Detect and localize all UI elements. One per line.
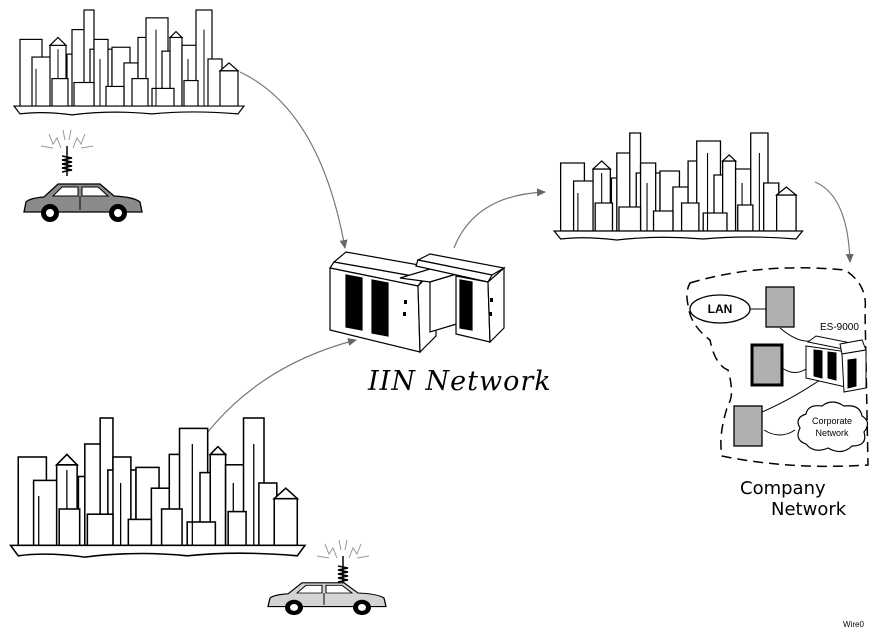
device-box-1	[765, 286, 795, 328]
city-skyline-bottom-left	[9, 417, 306, 558]
arrow-network-to-city2	[453, 188, 546, 249]
company-label-line2: Network	[771, 499, 847, 520]
iin-network-server	[329, 251, 506, 354]
corner-tag: Wire0	[843, 620, 864, 629]
car-top-left	[23, 129, 143, 223]
iin-network-label: IIN Network	[367, 366, 552, 397]
es-9000-label: ES-9000	[820, 322, 859, 333]
arrow-city3-to-network	[182, 338, 357, 469]
corporate-network-cloud: Corporate Network	[797, 401, 869, 453]
arrow-city1-to-network	[239, 71, 348, 249]
lan-node: LAN	[689, 294, 751, 324]
arrow-city2-to-company	[814, 181, 854, 263]
device-box-2	[750, 343, 784, 387]
lan-label: LAN	[708, 302, 733, 316]
corporate-label-line1: Corporate	[812, 416, 852, 426]
company-label-line1: Company	[740, 478, 826, 499]
city-skyline-top-left	[13, 9, 245, 116]
corporate-label-line2: Network	[815, 428, 849, 438]
es-9000-server	[805, 335, 867, 393]
city-skyline-right	[553, 132, 804, 241]
device-box-3	[733, 405, 763, 447]
